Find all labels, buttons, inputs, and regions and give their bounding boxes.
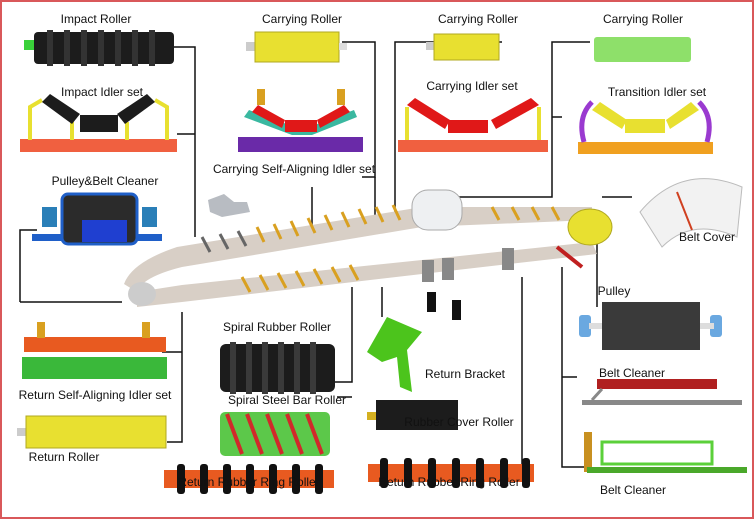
pulley-belt-cleaner-label: Pulley&Belt Cleaner (51, 174, 159, 188)
belt-cleaner-image (582, 379, 742, 405)
carrying-roller-label: Carrying Roller (602, 12, 684, 26)
impact-roller-label: Impact Roller (60, 12, 132, 26)
return-bracket-label: Return Bracket (424, 367, 506, 381)
impact-idler-set-image (20, 94, 177, 152)
pulley-belt-cleaner-image (32, 192, 162, 246)
belt-cleaner-label: Belt Cleaner (599, 483, 667, 497)
return-rubber-ring-roller-image (164, 464, 334, 494)
carrying-roller-image (246, 31, 347, 63)
spiral-steel-bar-roller-label: Spiral Steel Bar Roller (227, 393, 347, 407)
return-rubber-ring-roller-label: Return Rubber Ring Roller (178, 475, 320, 489)
carrying-roller-image (594, 37, 691, 62)
bracket-image (208, 194, 250, 217)
spiral-steel-bar-roller-image (220, 412, 330, 456)
carrying-roller-label: Carrying Roller (261, 12, 343, 26)
return-rubber-ring-roller-image (368, 458, 534, 488)
return-self-aligning-idler-label: Return Self-Aligning Idler set (18, 388, 172, 402)
pulley-label: Pulley (597, 284, 631, 298)
rubber-cover-roller-image (367, 400, 458, 430)
return-bracket-image (367, 317, 422, 392)
carrying-idler-set-image (398, 98, 548, 152)
belt-cleaner-label: Belt Cleaner (598, 366, 666, 380)
pulley-image (579, 302, 722, 350)
belt-cover-label: Belt Cover (678, 230, 736, 244)
return-roller-label: Return Roller (28, 450, 100, 464)
rubber-cover-roller-label: Rubber Cover Roller (404, 415, 514, 429)
transition-idler-set-image (578, 100, 713, 154)
impact-roller-image (24, 30, 174, 66)
spiral-rubber-roller-label: Spiral Rubber Roller (222, 320, 332, 334)
return-self-aligning-idler-image (22, 322, 167, 379)
carrying-self-aligning-idler-label: Carrying Self-Aligning Idler set (212, 162, 376, 176)
carrying-idler-set-label: Carrying Idler set (426, 79, 518, 93)
return-roller-image (17, 415, 167, 449)
transition-idler-set-label: Transition Idler set (607, 85, 707, 99)
carrying-roller-image (426, 33, 500, 61)
carrying-self-aligning-idler-image (238, 89, 363, 152)
belt-cleaner-image (584, 432, 747, 473)
spiral-rubber-roller-image (220, 342, 335, 394)
conveyor-belt-image (124, 189, 613, 320)
carrying-roller-label: Carrying Roller (437, 12, 519, 26)
return-rubber-ring-roller-label: Return Rubber Ring Roller (378, 475, 520, 489)
impact-idler-set-label: Impact Idler set (60, 85, 144, 99)
belt-cover-image (639, 178, 743, 248)
